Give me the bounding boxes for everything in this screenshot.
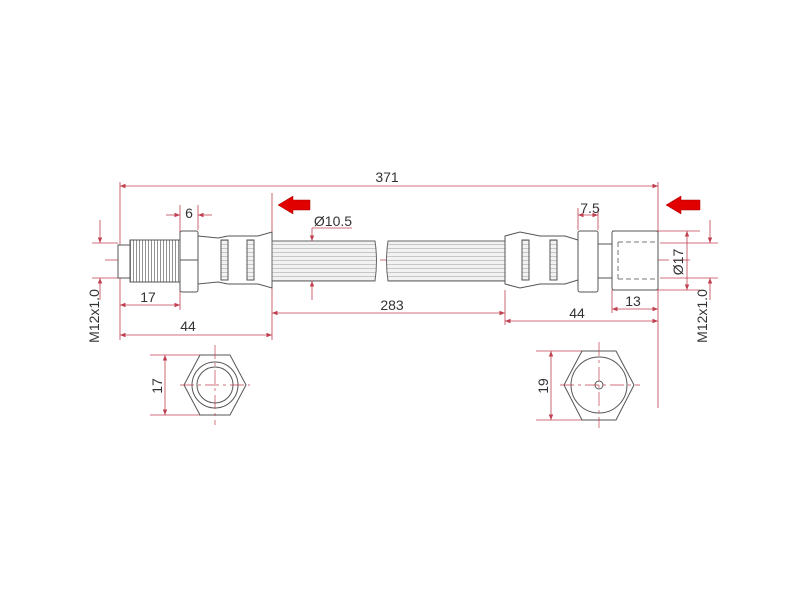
right-hex-size-label: 19 bbox=[535, 378, 551, 394]
right-fitting bbox=[504, 230, 659, 293]
left-thread-label: M12x1.0 bbox=[86, 289, 102, 343]
left-hex-size-label: 17 bbox=[149, 378, 165, 394]
dimension-lines bbox=[97, 183, 713, 338]
left-hex-view bbox=[150, 345, 250, 425]
left-fitting bbox=[117, 230, 273, 293]
hose-length-label: 283 bbox=[380, 297, 404, 313]
right-hex-view bbox=[536, 342, 640, 428]
red-left-arrow-icon bbox=[665, 195, 701, 215]
hose-diameter-label: Ø10.5 bbox=[314, 213, 352, 229]
hose bbox=[271, 240, 506, 282]
left-fitting-length-label: 44 bbox=[180, 318, 196, 334]
left-thread-length-label: 17 bbox=[140, 289, 156, 305]
right-fitting-length-label: 44 bbox=[569, 305, 585, 321]
right-socket-diameter-label: Ø17 bbox=[670, 249, 686, 276]
left-nut-width-label: 6 bbox=[185, 205, 193, 221]
overall-length-label: 371 bbox=[375, 169, 399, 185]
red-left-arrow-icon bbox=[277, 195, 311, 215]
right-nut-width-label: 7.5 bbox=[580, 200, 600, 216]
right-thread-label: M12x1.0 bbox=[694, 289, 710, 343]
right-socket-length-label: 13 bbox=[625, 293, 641, 309]
